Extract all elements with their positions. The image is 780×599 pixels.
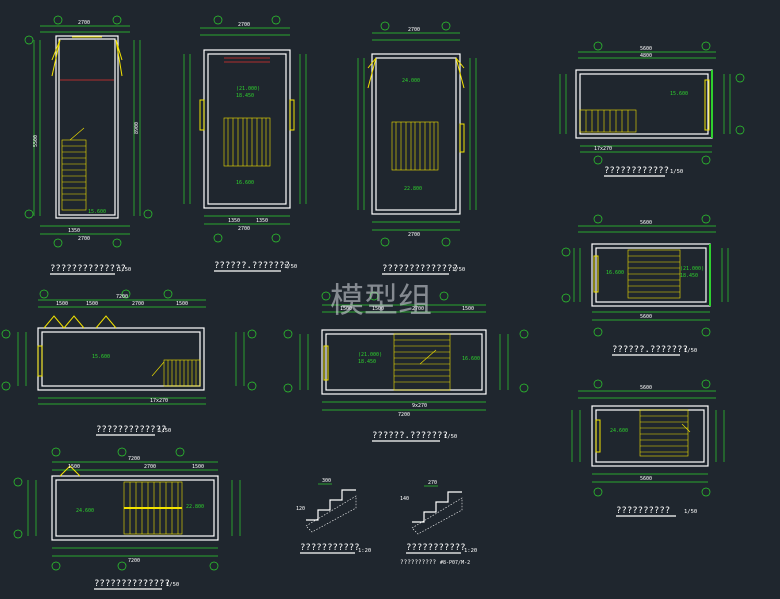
plan-1-ground-floor-stair: 15.600 2700 5500 8900 1350 2700 ????????… xyxy=(24,15,153,275)
plan-title: ??????.??????? xyxy=(214,261,290,271)
level-label: 15.600 xyxy=(88,209,106,215)
dim-label: 5600 xyxy=(640,476,652,482)
plan-scale: 1/50 xyxy=(444,434,457,440)
dim-label: 4800 xyxy=(640,53,652,59)
dim-label: 1500 xyxy=(176,301,188,307)
level-label: (21.000) xyxy=(236,86,260,92)
detail-title: ??????????? xyxy=(300,543,360,553)
level-label: (21.000) xyxy=(358,352,382,358)
plan-scale: 1/50 xyxy=(670,169,683,175)
level-label: 24.000 xyxy=(402,78,420,84)
dim-label: 1350 xyxy=(256,218,268,224)
plan-title: ?????????????? xyxy=(94,579,170,589)
dim-label: 17x270 xyxy=(150,398,168,404)
dim-label: 1500 xyxy=(462,306,474,312)
dim-label: 120 xyxy=(296,506,305,512)
detail-1-stair-step: 300 120 ??????????? 1:20 xyxy=(296,478,371,554)
dim-label: 5600 xyxy=(640,314,652,320)
dim-label: 5600 xyxy=(640,385,652,391)
level-label: 18.450 xyxy=(236,93,254,99)
dim-label: 270 xyxy=(428,480,437,486)
dim-label: 1500 xyxy=(56,301,68,307)
detail-title: ??????????? xyxy=(406,543,466,553)
plan-title: ?????????? xyxy=(616,506,670,516)
dim-label: 17x270 xyxy=(594,146,612,152)
plan-9-top-wide-stair: 24.600 22.800 7200 1500 2700 1500 7200 ?… xyxy=(13,447,241,590)
dim-label: 2700 xyxy=(408,27,420,33)
level-label: 18.450 xyxy=(680,273,698,279)
level-label: 15.600 xyxy=(92,354,110,360)
detail-scale: 1:20 xyxy=(464,548,477,554)
plan-title: ???????????? xyxy=(604,166,669,176)
dim-label: 7200 xyxy=(116,294,128,300)
level-label: 24.600 xyxy=(610,428,628,434)
dim-label: 2700 xyxy=(238,226,250,232)
dim-label: 140 xyxy=(400,496,409,502)
dim-label: 1500 xyxy=(340,306,352,312)
dim-label: 2700 xyxy=(78,236,90,242)
dim-label: 8900 xyxy=(134,122,140,134)
dim-label: 7200 xyxy=(128,456,140,462)
level-label: 18.450 xyxy=(358,359,376,365)
plan-title: ??????.??????? xyxy=(612,345,688,355)
plan-scale: 1/50 xyxy=(166,582,179,588)
dim-label: 7200 xyxy=(398,412,410,418)
plan-8-right-top-stair: 24.600 5600 5600 ?????????? 1/50 xyxy=(571,379,725,517)
plan-scale: 1/50 xyxy=(158,428,171,434)
plan-2-typical-floor-stair: (21.000) 18.450 16.600 2700 1350 1350 27… xyxy=(183,15,307,272)
plan-6-ground-wide-stair: 15.600 1500 1500 2700 1500 7200 17x270 ?… xyxy=(1,289,257,436)
dim-label: 2700 xyxy=(132,301,144,307)
detail-2-stair-step: 270 140 ??????????? 1:20 ?????????? #8-P… xyxy=(400,480,477,566)
level-label: 16.600 xyxy=(236,180,254,186)
dim-label: 2700 xyxy=(408,232,420,238)
level-label: 16.600 xyxy=(462,356,480,362)
dim-label: 2700 xyxy=(144,464,156,470)
dim-label: 2700 xyxy=(412,306,424,312)
plan-scale: 1/50 xyxy=(684,348,697,354)
level-label: (21.000) xyxy=(680,266,704,272)
level-label: 24.600 xyxy=(76,508,94,514)
dim-label: 300 xyxy=(322,478,331,484)
plan-3-top-floor-stair: 24.000 22.800 2700 2700 ?????????????? 1… xyxy=(357,21,477,275)
level-label: 16.600 xyxy=(606,270,624,276)
plan-title: ??????.??????? xyxy=(372,431,448,441)
dim-label: 2700 xyxy=(238,22,250,28)
dim-label: 2700 xyxy=(78,20,90,26)
detail-scale: 1:20 xyxy=(358,548,371,554)
dim-label: 1500 xyxy=(86,301,98,307)
plan-scale: 1/50 xyxy=(284,264,297,270)
plan-scale: 1/50 xyxy=(452,267,465,273)
detail-note: ?????????? xyxy=(400,559,437,566)
dim-label: 1500 xyxy=(192,464,204,470)
dim-label: 1350 xyxy=(68,228,80,234)
dim-label: 9x270 xyxy=(412,403,427,409)
level-label: 22.800 xyxy=(404,186,422,192)
dim-label: 1500 xyxy=(68,464,80,470)
watermark-text: 模型组 xyxy=(330,281,432,321)
plan-4-right-ground-stair: 15.600 5600 4800 17x270 ???????????? 1/5… xyxy=(559,41,745,177)
dim-label: 5500 xyxy=(33,135,39,147)
plan-title: ?????????????? xyxy=(50,264,126,274)
dim-label: 1500 xyxy=(372,306,384,312)
level-label: 22.800 xyxy=(186,504,204,510)
detail-ref: #8-P07/M-2 xyxy=(440,560,470,566)
plan-title: ????????????? xyxy=(96,425,166,435)
level-label: 15.600 xyxy=(670,91,688,97)
dim-label: 5600 xyxy=(640,220,652,226)
plan-7-typical-wide-stair: (21.000) 18.450 16.600 1500 1500 2700 15… xyxy=(283,291,529,442)
plan-5-right-typical-stair: 16.600 (21.000) 18.450 5600 5600 ??????.… xyxy=(561,214,729,356)
dim-label: 7200 xyxy=(128,558,140,564)
plan-scale: 1/50 xyxy=(118,267,131,273)
dim-label: 1350 xyxy=(228,218,240,224)
plan-title: ?????????????? xyxy=(382,264,458,274)
plan-scale: 1/50 xyxy=(684,509,697,515)
dim-label: 5600 xyxy=(640,46,652,52)
